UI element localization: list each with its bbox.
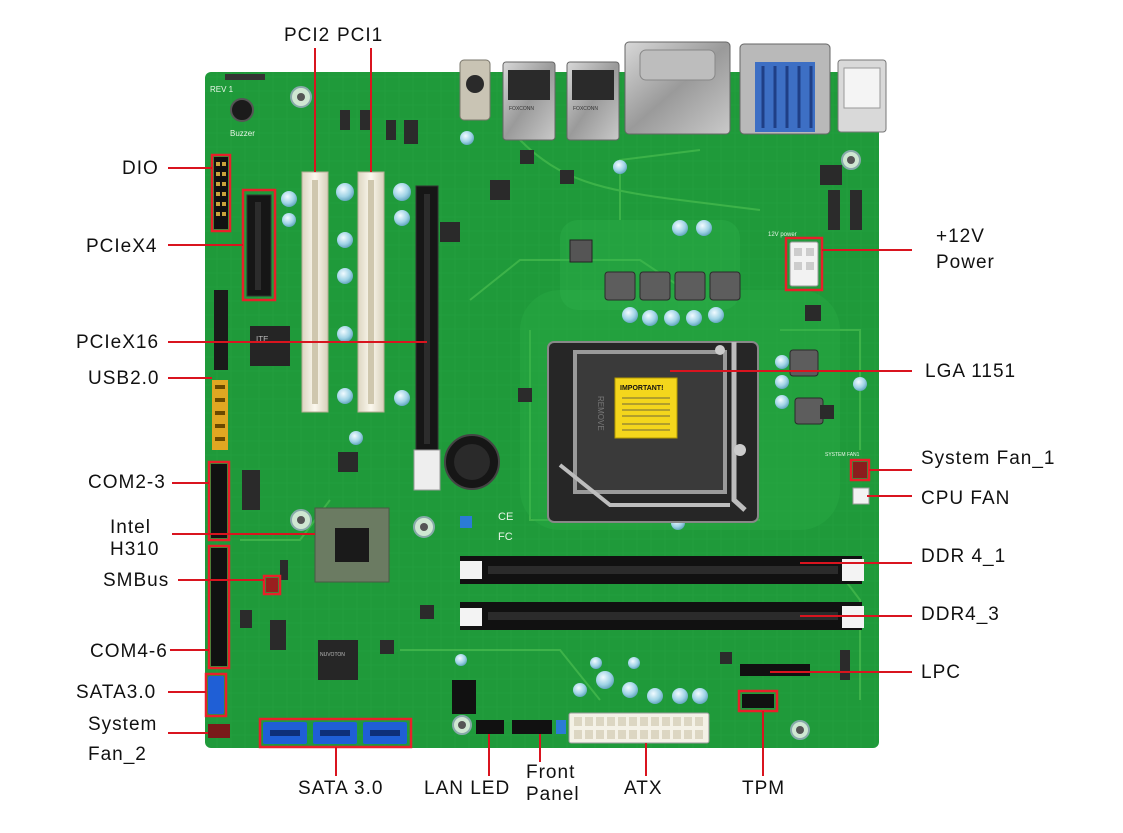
capacitors	[281, 131, 867, 704]
nuvoton-chip	[318, 640, 358, 680]
ite-chip	[250, 326, 290, 366]
lpc-header	[740, 664, 810, 676]
label-dio: DIO	[122, 158, 159, 179]
top-header-strip	[225, 74, 265, 80]
label-atx: ATX	[624, 778, 663, 799]
label-usb20: USB2.0	[88, 368, 160, 389]
com23-header	[211, 464, 227, 538]
highlight-dio	[210, 153, 232, 233]
label-smbus: SMBus	[103, 570, 170, 591]
usb-port-silk-2: FOXCONN	[573, 106, 598, 112]
lpt-header	[214, 290, 228, 370]
label-12v-power: +12V Power	[936, 226, 995, 273]
usb-port-silk-1: FOXCONN	[509, 106, 534, 112]
highlight-tpm	[737, 689, 779, 713]
highlight-com23	[207, 460, 231, 542]
silk-buzzer: Buzzer	[230, 129, 255, 138]
nuvoton-chip-text: NUVOTON	[320, 652, 345, 658]
label-com46: COM4-6	[90, 641, 168, 662]
sata-left-port	[208, 676, 224, 714]
highlight-sata-left	[204, 672, 228, 718]
silk-12v-power: 12V power	[768, 232, 797, 238]
mounting-holes	[290, 86, 861, 740]
buzzer-component	[230, 98, 254, 122]
silk-ce: CE	[498, 511, 513, 523]
label-tpm: TPM	[742, 778, 786, 799]
highlight-boxes	[204, 153, 871, 749]
blue-jumper-2	[556, 720, 566, 734]
com46-header	[211, 548, 227, 666]
left-headers	[208, 157, 278, 738]
chips: ITE NUVOTON	[242, 165, 842, 714]
lan-led-header	[476, 720, 504, 734]
silk-sysfan1: SYSTEM FAN1	[825, 452, 860, 458]
label-sata30-left: SATA3.0	[76, 682, 157, 703]
cpufan-header	[852, 487, 870, 505]
sata-bottom-ports	[263, 722, 407, 744]
socket-cover-text: REMOVE	[596, 396, 605, 431]
silk-fc: FC	[498, 531, 513, 543]
label-sata30-bottom: SATA 3.0	[298, 778, 384, 799]
smbus-header	[266, 578, 278, 592]
leader-lines	[168, 48, 912, 776]
label-pciex4: PCIeX4	[86, 236, 158, 257]
label-lan-led: LAN LED	[424, 778, 511, 799]
sysfan2-header	[208, 724, 230, 738]
label-lga1151: LGA 1151	[925, 361, 1017, 382]
label-system-fan1: System Fan_1	[921, 448, 1056, 469]
vrm-area	[569, 239, 824, 425]
highlight-com46	[207, 544, 231, 670]
front-panel-header	[512, 720, 552, 734]
label-com23: COM2-3	[88, 472, 166, 493]
sysfan1-header	[853, 462, 867, 478]
highlight-smbus	[262, 574, 282, 596]
pci-slots	[246, 171, 441, 491]
label-front-panel: Front Panel	[526, 762, 580, 805]
label-ddr4-1: DDR 4_1	[921, 546, 1007, 567]
silk-rev: REV 1	[210, 85, 234, 94]
label-cpu-fan: CPU FAN	[921, 488, 1011, 509]
ite-chip-text: ITE	[256, 335, 268, 344]
cpu-warning-title: IMPORTANT!	[620, 385, 663, 392]
label-lpc: LPC	[921, 662, 961, 683]
highlight-12v	[784, 236, 824, 292]
label-pci2: PCI2	[284, 25, 331, 46]
label-ddr4-3: DDR4_3	[921, 604, 1000, 625]
small-components	[240, 110, 862, 680]
blue-jumper	[460, 516, 472, 528]
dimm-slots	[460, 556, 864, 630]
label-system-fan2: System Fan_2	[88, 714, 158, 765]
rear-io: FOXCONN FOXCONN	[459, 41, 887, 141]
label-intel-h310: Intel H310	[110, 517, 160, 560]
label-pci1: PCI1	[337, 25, 384, 46]
label-pciex16: PCIeX16	[76, 332, 160, 353]
tpm-header	[742, 694, 774, 708]
cpu-socket: IMPORTANT! REMOVE	[547, 341, 759, 523]
